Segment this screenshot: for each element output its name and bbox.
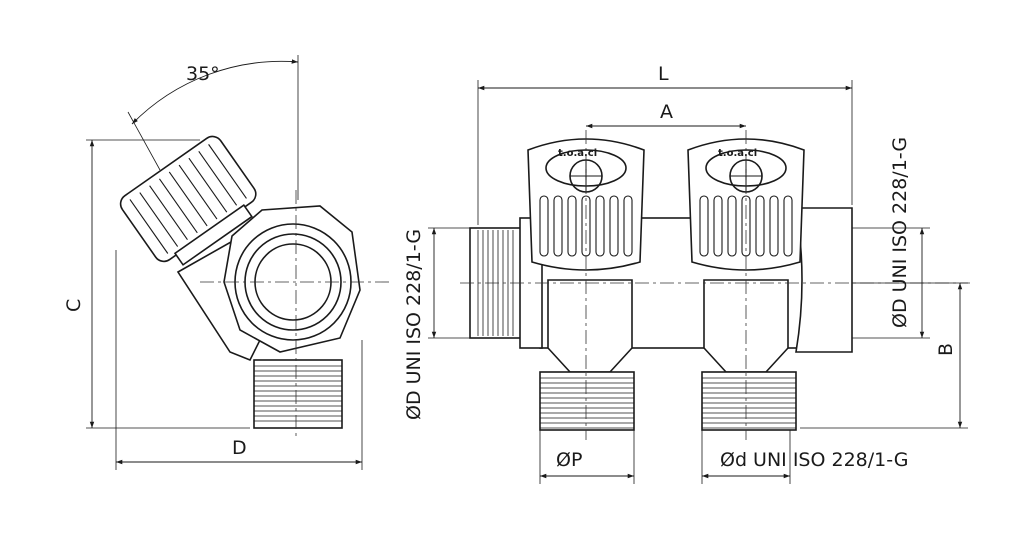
dim-c-label: C — [63, 299, 85, 312]
dim-op-label: ØP — [556, 449, 582, 471]
dim-od-right-label: ØD UNI ISO 228/1-G — [889, 137, 911, 328]
dim-od-left-label: ØD UNI ISO 228/1-G — [403, 229, 425, 420]
right-female-end — [795, 207, 853, 353]
valve-2-knob — [687, 138, 805, 271]
side-knob — [119, 135, 257, 266]
front-view: L A t.o.a.ci — [403, 63, 970, 484]
valve-1-brand: t.o.a.ci — [558, 148, 597, 159]
valve-1: t.o.a.ci — [527, 138, 645, 431]
valve-1-knob — [527, 138, 645, 271]
angle-35-arc — [131, 59, 299, 125]
dim-od-small-label: Ød UNI ISO 228/1-G — [720, 449, 909, 471]
side-bottom-thread — [253, 359, 343, 429]
side-view: 35° C D — [63, 55, 390, 470]
angle-reference-line — [127, 111, 161, 171]
dim-l-label: L — [658, 63, 669, 85]
dim-a-label: A — [660, 101, 673, 123]
dim-d-label: D — [232, 437, 247, 459]
dim-b-label: B — [935, 343, 957, 356]
valve-2-brand: t.o.a.ci — [718, 148, 757, 159]
angle-label: 35° — [186, 63, 220, 85]
